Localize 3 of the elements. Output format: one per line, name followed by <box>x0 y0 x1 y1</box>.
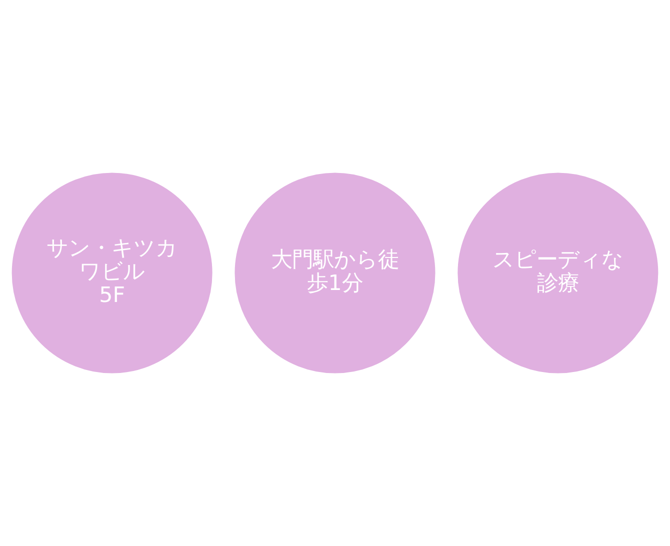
node-circle: 大門駅から徒歩1分 <box>234 172 436 374</box>
node-circle: サン・キツカワビル 5F <box>12 172 212 374</box>
node-circle: スピーディな診療 <box>458 172 658 374</box>
